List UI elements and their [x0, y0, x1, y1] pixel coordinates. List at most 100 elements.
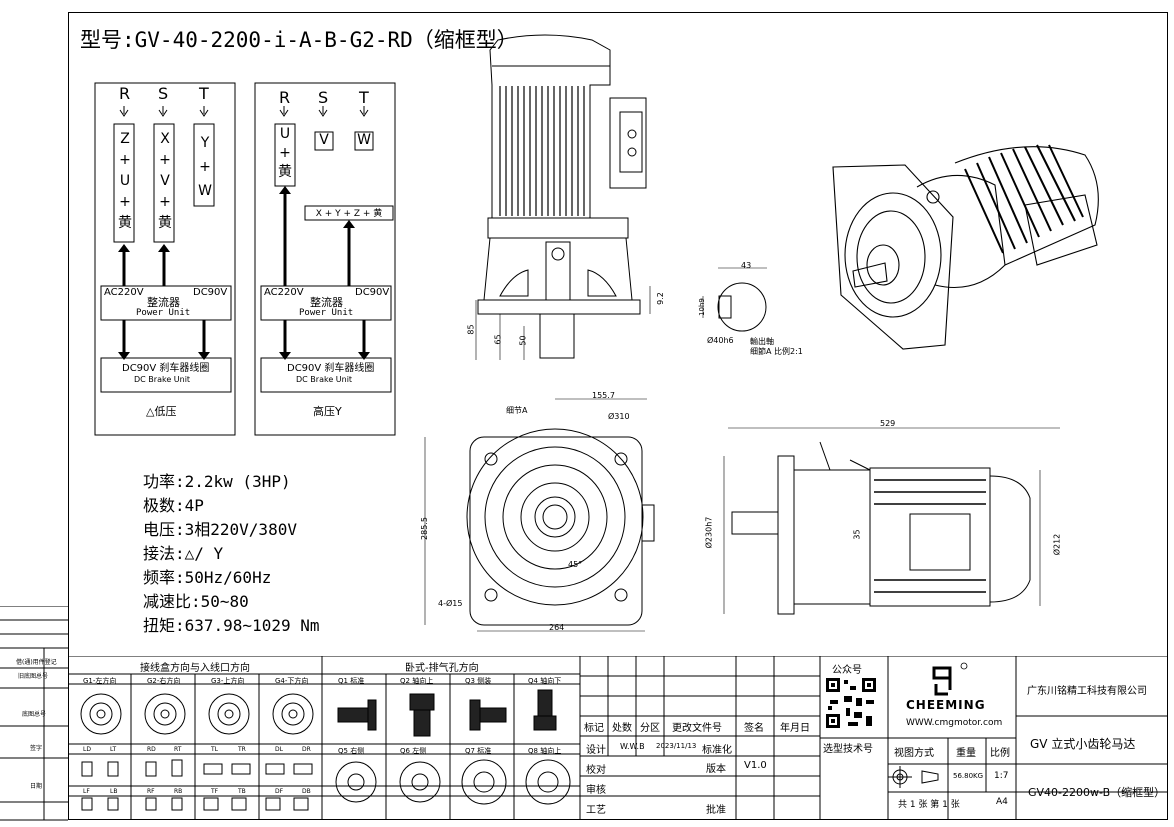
delta-phase-r: R: [119, 84, 131, 103]
brand-logo-icon: [932, 662, 968, 696]
drawing-title: 型号:GV-40-2200-i-A-B-G2-RD（缩框型）: [80, 28, 518, 52]
strip-label-2: 旧底图总号: [18, 673, 49, 680]
strip-label-5: 日期: [30, 783, 43, 790]
delta-brake-en: DC Brake Unit: [134, 375, 191, 384]
dim-40h6: Ø40h6: [707, 336, 734, 345]
dim-529: 529: [880, 419, 896, 428]
spec-poles: 极数:4P: [143, 496, 204, 515]
drawing-number: GV40-2200w-B（缩框型）: [1028, 786, 1166, 799]
delta-caption: △低压: [146, 405, 177, 418]
junction-code-2a: RD: [147, 746, 156, 753]
product-name: GV 立式小齿轮马达: [1030, 737, 1136, 751]
rev-header-date: 年月日: [780, 723, 810, 734]
designer-name: W.W.B: [620, 742, 645, 751]
junction-code-5b: LB: [110, 788, 118, 795]
mount-bottom-1: Q5 右侧: [338, 747, 365, 755]
junction-code-3a: TL: [211, 746, 219, 753]
mount-top-3: Q3 侧装: [465, 677, 492, 685]
y-dc: DC90V: [355, 287, 390, 298]
y-caption: 高压Y: [313, 405, 342, 418]
version-label: 版本: [706, 764, 726, 775]
review-label: 审核: [586, 785, 606, 796]
front-elevation-drawing: [475, 34, 651, 360]
junction-icons: [80, 693, 314, 811]
rev-header-sign: 签名: [744, 723, 764, 734]
version-value: V1.0: [744, 760, 767, 771]
projection-symbol-icon: [888, 766, 939, 788]
delta-brake: DC90V 刹车器线圈: [122, 363, 210, 374]
wiring-y-box: [254, 82, 396, 436]
dim-310: Ø310: [608, 412, 630, 421]
wiring-diagrams: [94, 82, 396, 436]
detail-a-label: 细节A: [506, 406, 528, 415]
dim-35: 35: [852, 529, 862, 540]
delta-terminal-1: Z + U + 黄: [118, 131, 132, 231]
left-strip-table: [0, 606, 68, 821]
junction-top-3: G3-上方向: [211, 677, 245, 685]
mount-bottom-3: Q7 标准: [465, 747, 492, 755]
rev-header-zone: 分区: [640, 723, 660, 734]
y-join-label: X + Y + Z + 黄: [315, 209, 383, 219]
select-support-label: 选型技术号: [823, 744, 873, 755]
dim-85: 85: [466, 324, 476, 335]
rev-header-mark: 标记: [584, 723, 604, 734]
standardize-label: 标准化: [702, 745, 732, 756]
y-ac: AC220V: [264, 287, 304, 298]
dim-4-15: 4-Ø15: [438, 599, 463, 608]
spec-power: 功率:2.2kw (3HP): [143, 472, 291, 491]
delta-terminal-2: X + V + 黄: [158, 131, 172, 231]
y-brake-en: DC Brake Unit: [296, 375, 353, 384]
wechat-label: 公众号: [832, 665, 862, 676]
junction-header: 接线盒方向与入线口方向: [140, 663, 250, 674]
junction-code-4a: DL: [275, 746, 283, 753]
detail-note: 细節A 比例2:1: [750, 347, 803, 356]
mount-top-1: Q1 标准: [338, 677, 365, 685]
paper-size: A4: [996, 797, 1008, 807]
spec-connection: 接法:△/ Y: [143, 544, 224, 563]
dim-65: 65: [493, 334, 503, 345]
isometric-motor-drawing: [832, 144, 1099, 350]
mount-top-2: Q2 轴向上: [400, 677, 434, 685]
company-name: 广东川铭精工科技有限公司: [1027, 686, 1147, 697]
sheet-count: 共 1 张 第 1 张: [898, 800, 960, 810]
weight-value: 56.80KG: [953, 772, 984, 780]
y-phase-r: R: [279, 88, 291, 107]
junction-code-4b: DR: [302, 746, 311, 753]
mount-bottom-2: Q6 左侧: [400, 747, 427, 755]
junction-top-1: G1-左方向: [83, 677, 117, 685]
spec-frequency: 频率:50Hz/60Hz: [143, 568, 272, 587]
strip-label-4: 签字: [30, 745, 43, 752]
side-view-drawing: [723, 427, 1060, 615]
scale-value: 1:7: [994, 771, 1009, 781]
design-date: 2023/11/13: [656, 742, 697, 750]
delta-ac: AC220V: [104, 287, 144, 298]
delta-rectifier-en: Power Unit: [136, 308, 191, 318]
mount-header: 卧式-排气孔方向: [405, 663, 479, 674]
wiring-delta-box: [94, 82, 236, 436]
dim-230h7: Ø230h7: [704, 516, 714, 549]
design-label: 设计: [586, 745, 606, 756]
flange-front-view: [424, 398, 655, 632]
dim-9-2: 9.2: [655, 292, 665, 305]
delta-terminal-3: Y + W: [198, 135, 212, 199]
strip-label-1: 借(通)用件登记: [16, 659, 57, 666]
y-brake: DC90V 刹车器线圈: [287, 363, 375, 374]
junction-code-7b: TB: [238, 788, 246, 795]
junction-code-3b: TR: [238, 746, 246, 753]
dim-212: Ø212: [1052, 533, 1062, 556]
check-label: 校对: [586, 765, 606, 776]
y-rectifier-en: Power Unit: [299, 308, 354, 318]
y-phase-s: S: [318, 88, 329, 107]
process-label: 工艺: [586, 805, 606, 816]
dim-43: 43: [741, 261, 752, 270]
y-rectifier: 整流器: [310, 296, 343, 309]
dim-45-deg: 45°: [568, 560, 583, 569]
junction-code-8a: DF: [275, 788, 284, 795]
dim-264: 264: [549, 623, 565, 632]
delta-phase-t: T: [199, 84, 209, 103]
weight-label: 重量: [956, 748, 976, 759]
rev-header-count: 处数: [612, 723, 632, 734]
dim-155-7: 155.7: [592, 391, 615, 400]
approve-label: 批准: [706, 805, 726, 816]
drawing-frame: [68, 12, 1168, 820]
